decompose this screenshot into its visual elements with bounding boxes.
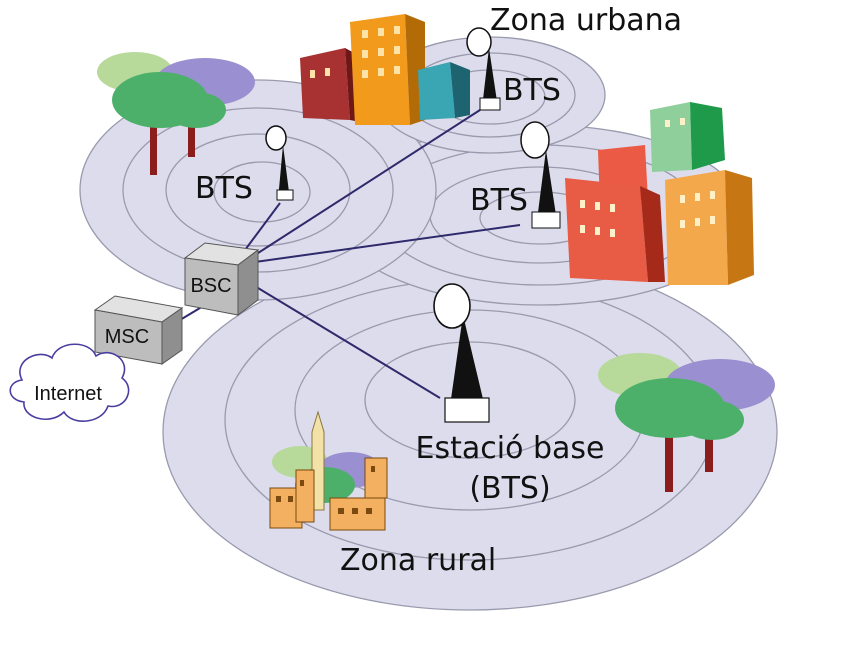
- building-icon: [300, 14, 470, 125]
- antenna-tower-icon: [265, 125, 294, 201]
- zona-rural-label: Zona rural: [340, 543, 496, 578]
- antenna-tower-icon: [520, 121, 561, 229]
- village-icon: [269, 410, 388, 531]
- antenna-tower-icon: [466, 27, 501, 111]
- bts-label-top: BTS: [503, 73, 561, 108]
- cloud-icon: Internet: [9, 343, 130, 422]
- building-icon: [565, 102, 754, 285]
- antenna-tower-icon: [433, 283, 490, 423]
- zona-urbana-label: Zona urbana: [490, 3, 682, 38]
- estacio-base-label: Estació base: [416, 431, 605, 466]
- bsc-node: BSC: [183, 242, 260, 316]
- network-links: [179, 109, 521, 399]
- bts-label-right: BTS: [470, 183, 528, 218]
- internet-label: Internet: [34, 383, 102, 405]
- bts-label-left: BTS: [195, 171, 253, 206]
- msc-node: MSC: [93, 295, 184, 365]
- msc-label: MSC: [105, 326, 149, 348]
- bsc-label: BSC: [190, 275, 231, 297]
- tree-icon: [598, 353, 775, 492]
- estacio-bts-label: (BTS): [469, 471, 550, 506]
- tree-icon: [97, 52, 255, 175]
